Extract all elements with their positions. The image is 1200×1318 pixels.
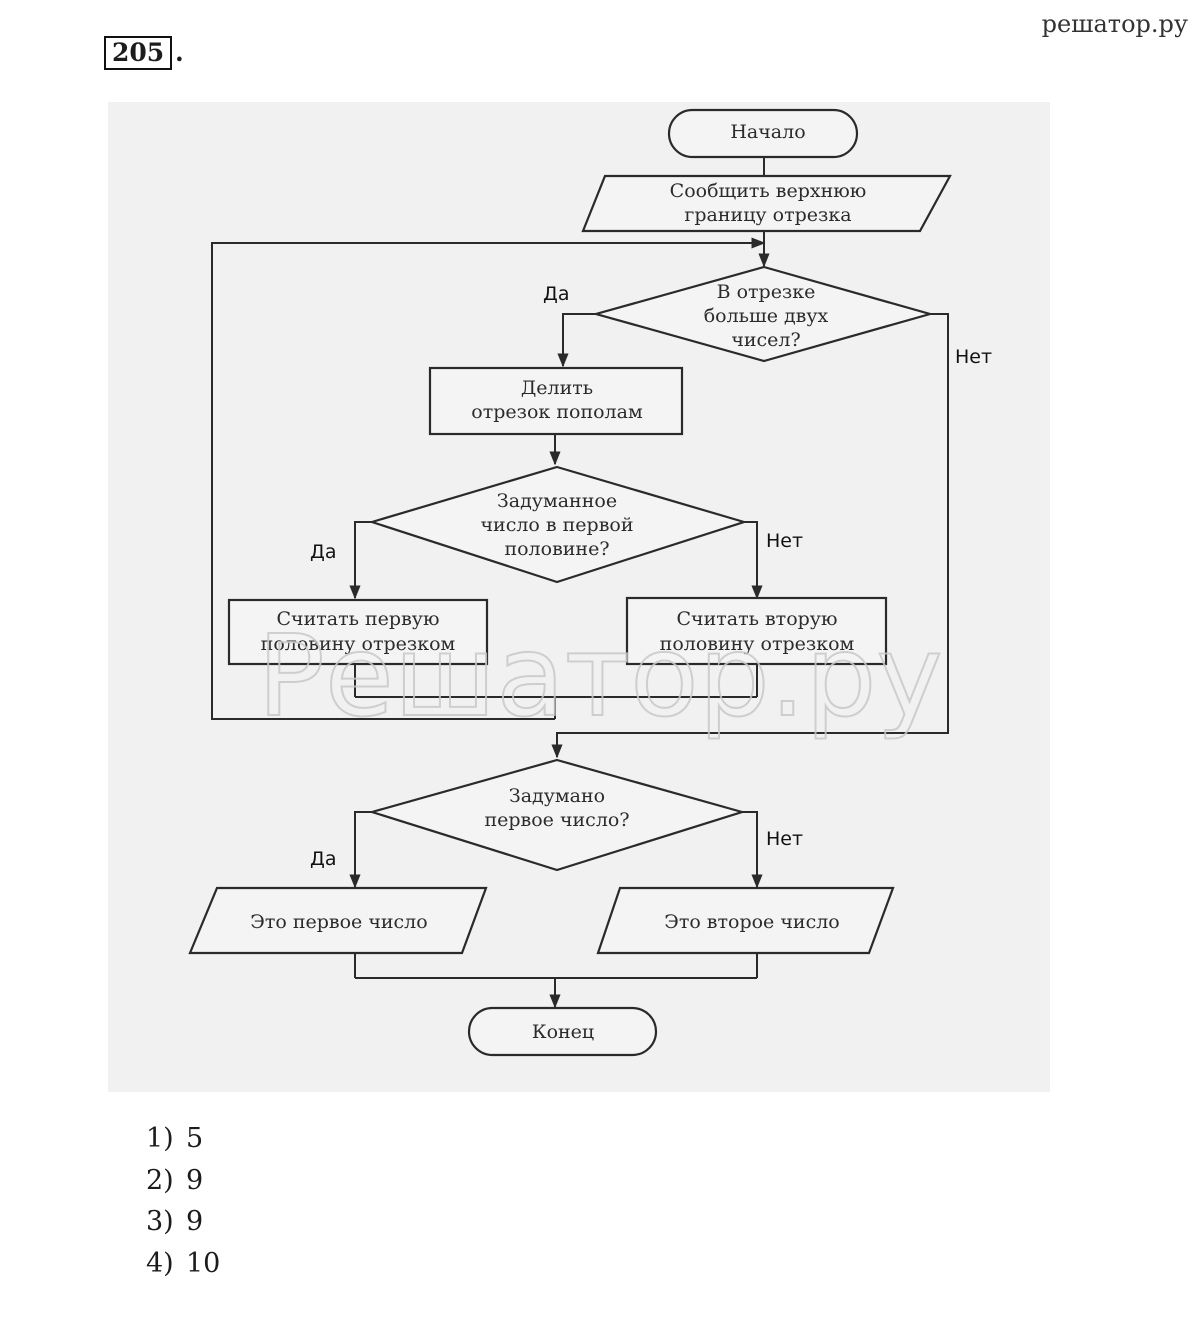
out-second-parallelogram bbox=[596, 886, 895, 955]
watermark-text: Решатор.ру bbox=[257, 612, 942, 742]
cond1-text-line: больше двух bbox=[704, 305, 829, 327]
first-half-text-line: половину отрезком bbox=[261, 633, 456, 655]
connector-cond3-yes bbox=[349, 811, 372, 889]
second-half-text-line: Считать вторую bbox=[676, 608, 837, 630]
cond1-diamond bbox=[591, 265, 935, 363]
branch-label-cond1-no: Нет bbox=[955, 346, 992, 368]
problem-number: 205 bbox=[104, 36, 173, 70]
cond3-text-line: Задумано bbox=[509, 785, 605, 807]
cond3-diamond bbox=[368, 758, 746, 872]
second-half-text-line: половину отрезком bbox=[660, 633, 855, 655]
cond1-text-line: чисел? bbox=[731, 329, 800, 351]
connector-cond1-no bbox=[551, 313, 949, 759]
input-parallelogram bbox=[581, 174, 952, 233]
end-text-line: Конец bbox=[532, 1021, 594, 1043]
branch-label-cond3-yes: Да bbox=[310, 848, 337, 870]
cond2-text-line: число в первой bbox=[480, 514, 633, 536]
cond1-text-line: В отрезке bbox=[717, 281, 816, 303]
answer-item: 3) 9 bbox=[146, 1201, 220, 1243]
answer-number: 3) bbox=[146, 1206, 174, 1237]
cond2-text-line: половине? bbox=[504, 538, 609, 560]
branch-label-cond2-no: Нет bbox=[766, 530, 803, 552]
input-text-line: Сообщить верхнюю bbox=[670, 180, 867, 202]
answer-list: 1) 5 2) 9 3) 9 4) 10 bbox=[146, 1118, 220, 1284]
first-half-text-line: Считать первую bbox=[277, 608, 440, 630]
answer-item: 2) 9 bbox=[146, 1160, 220, 1202]
connector-loop-back bbox=[211, 237, 766, 720]
first-half-process bbox=[227, 598, 489, 666]
branch-label-cond1-yes: Да bbox=[543, 283, 570, 305]
answer-value: 9 bbox=[186, 1206, 204, 1237]
answer-number: 2) bbox=[146, 1164, 174, 1196]
cond2-diamond bbox=[368, 465, 748, 584]
out-second-text-line: Это второе число bbox=[664, 911, 839, 933]
branch-label-cond2-yes: Да bbox=[310, 541, 337, 563]
branch-label-cond3-no: Нет bbox=[766, 828, 803, 850]
second-half-process bbox=[625, 596, 888, 666]
connector-cond3-no bbox=[742, 811, 763, 889]
halve-text-line: отрезок пополам bbox=[471, 401, 643, 423]
cond2-text-line: Задуманное bbox=[497, 490, 617, 512]
out-first-text-line: Это первое число bbox=[250, 911, 427, 933]
answer-value: 9 bbox=[186, 1164, 204, 1196]
connectors bbox=[211, 157, 949, 1009]
cond3-text-line: первое число? bbox=[484, 809, 629, 831]
answer-item: 4) 10 bbox=[146, 1243, 220, 1285]
answer-value: 5 bbox=[186, 1123, 204, 1154]
problem-number-dot: . bbox=[175, 38, 184, 67]
halve-process bbox=[428, 366, 684, 436]
answer-number: 4) bbox=[146, 1247, 174, 1279]
connector-cond1-yes bbox=[557, 313, 596, 368]
input-text-line: границу отрезка bbox=[684, 204, 851, 226]
start-terminal bbox=[667, 108, 859, 159]
site-label: решатор.ру bbox=[1041, 10, 1188, 38]
out-first-parallelogram bbox=[188, 886, 488, 955]
halve-text-line: Делить bbox=[521, 377, 593, 399]
answer-value: 10 bbox=[186, 1247, 221, 1279]
answer-number: 1) bbox=[146, 1123, 174, 1154]
connector-cond2-no bbox=[744, 521, 763, 600]
start-text-line: Начало bbox=[730, 121, 805, 143]
end-terminal bbox=[467, 1006, 658, 1057]
connector-cond2-yes bbox=[349, 521, 372, 600]
answer-item: 1) 5 bbox=[146, 1118, 220, 1160]
